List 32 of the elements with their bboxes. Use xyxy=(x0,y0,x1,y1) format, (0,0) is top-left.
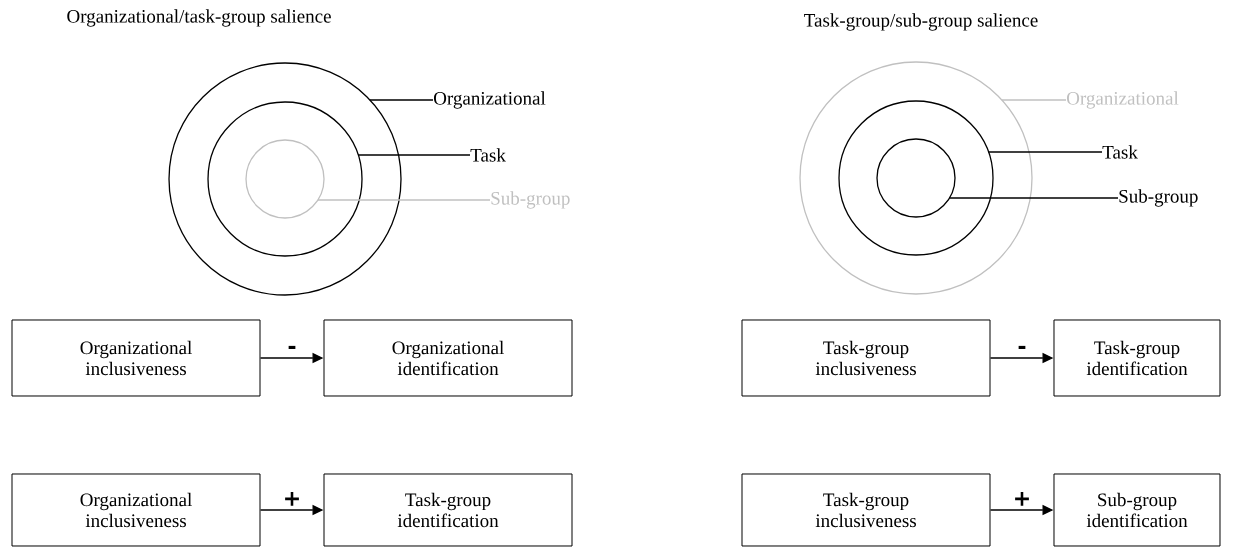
panel-title: Task-group/sub-group salience xyxy=(804,13,1038,31)
ring xyxy=(838,100,994,256)
leader-line xyxy=(369,99,434,101)
ring xyxy=(207,101,363,257)
ring xyxy=(799,61,1033,295)
concept-box: Sub-group identification xyxy=(1053,473,1221,547)
leader-line xyxy=(1001,99,1067,101)
concept-box: Task-group identification xyxy=(323,473,573,547)
ring-label: Organizational xyxy=(434,91,546,109)
sign-label: + xyxy=(285,492,299,506)
sign-label: - xyxy=(1018,345,1026,350)
panel-title: Organizational/task-group salience xyxy=(67,9,331,27)
leader-line xyxy=(987,151,1103,153)
ring-label: Task xyxy=(1102,145,1138,159)
sign-label: + xyxy=(1015,492,1029,506)
concept-box: Task-group inclusiveness xyxy=(741,473,991,547)
ring-label: Organizational xyxy=(1067,91,1179,109)
concept-box: Organizational inclusiveness xyxy=(11,319,261,397)
leader-line xyxy=(357,154,471,156)
leader-line xyxy=(948,197,1119,199)
ring-label: Sub-group xyxy=(491,191,570,209)
ring-label: Sub-group xyxy=(1119,189,1198,207)
ring xyxy=(876,138,956,218)
concept-box: Organizational identification xyxy=(323,319,573,397)
leader-line xyxy=(317,199,491,201)
concept-box: Task-group identification xyxy=(1053,319,1221,397)
ring xyxy=(168,62,402,296)
ring-label: Task xyxy=(470,148,506,162)
concept-box: Organizational inclusiveness xyxy=(11,473,261,547)
concept-box: Task-group inclusiveness xyxy=(741,319,991,397)
sign-label: - xyxy=(288,345,296,350)
ring xyxy=(245,139,325,219)
